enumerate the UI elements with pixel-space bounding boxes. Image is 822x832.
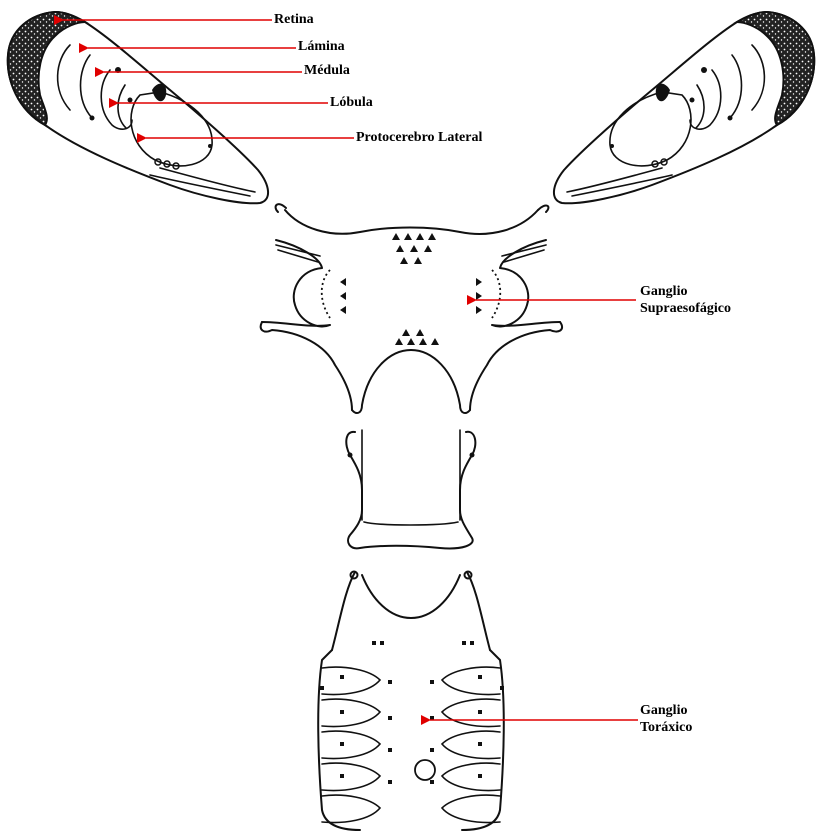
right-optic-lobe bbox=[554, 12, 814, 203]
label-lamina: Lámina bbox=[298, 38, 345, 55]
label-arrows bbox=[63, 20, 638, 720]
thoracic-ganglion bbox=[318, 572, 504, 831]
label-toraxico-line1: Ganglio bbox=[640, 702, 687, 719]
supraesophageal-ganglion bbox=[261, 204, 562, 413]
left-retina-texture bbox=[8, 12, 85, 125]
label-supraesofagico-line2: Supraesofágico bbox=[640, 300, 731, 317]
label-lobula: Lóbula bbox=[330, 94, 373, 111]
left-optic-lobe bbox=[8, 12, 268, 203]
label-medula: Médula bbox=[304, 62, 350, 79]
label-toraxico-line2: Toráxico bbox=[640, 719, 692, 736]
label-supraesofagico-line1: Ganglio bbox=[640, 283, 687, 300]
subesophageal-ganglion bbox=[346, 430, 475, 548]
label-retina: Retina bbox=[274, 11, 314, 28]
label-protocerebro-lateral: Protocerebro Lateral bbox=[356, 129, 482, 146]
